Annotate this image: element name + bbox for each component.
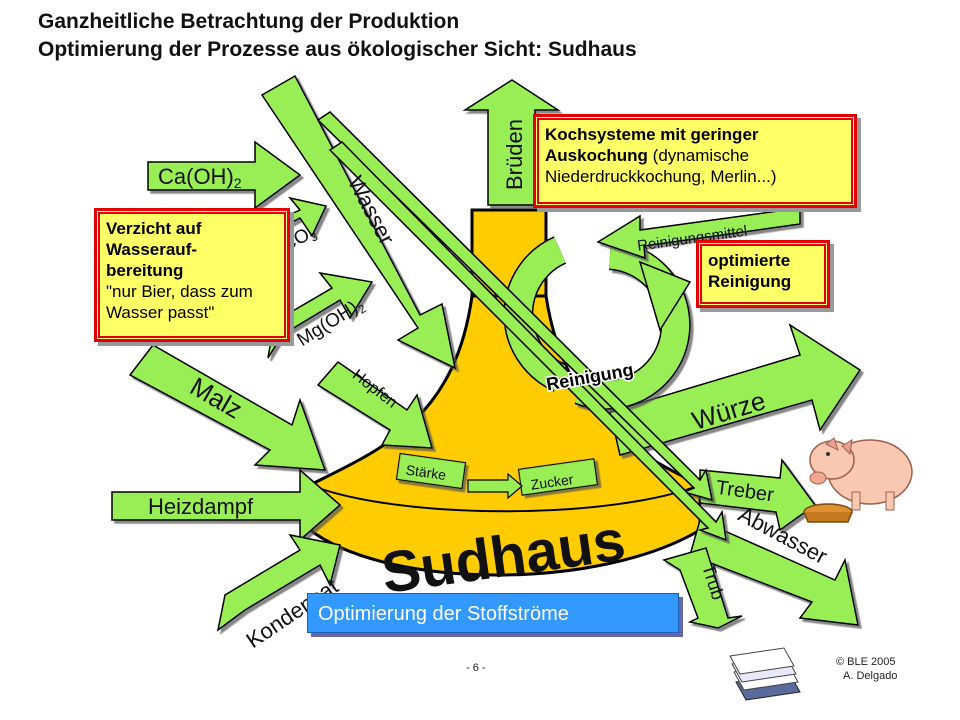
- verzicht-line-4: "nur Bier, dass zum: [106, 282, 253, 301]
- stoffstrome-box: Optimierung der Stoffströme: [307, 593, 679, 633]
- page-number: - 6 -: [466, 662, 486, 674]
- page-title-line2: Optimierung der Prozesse aus ökologische…: [38, 38, 637, 61]
- trub-arrow: [662, 547, 743, 629]
- starke-label: Stärke: [405, 462, 448, 484]
- verzicht-box: Verzicht auf Wasserauf- bereitung "nur B…: [94, 208, 290, 342]
- kochsysteme-box: Kochsysteme mit geringer Auskochung (dyn…: [533, 114, 857, 208]
- pig-icon: [809, 437, 913, 511]
- copyright: © BLE 2005: [836, 656, 896, 668]
- wasser-thin-arrow-1: [316, 111, 713, 502]
- heizdampf-arrow: [111, 468, 342, 542]
- document-stack-icon: [729, 647, 801, 701]
- page-title-line1: Ganzheitliche Betrachtung der Produktion: [38, 10, 460, 33]
- malz-arrow: [128, 344, 327, 471]
- reinigungsmittel-arrow: [596, 207, 801, 260]
- zucker-label: Zucker: [530, 471, 575, 493]
- hopfen-arrow: [316, 360, 434, 449]
- koch-line-1: Kochsysteme mit geringer: [545, 125, 759, 144]
- verzicht-line-5: Wasser passt": [106, 303, 215, 322]
- verzicht-line-1: Verzicht auf: [106, 219, 202, 238]
- starke-zucker-group: [395, 452, 599, 500]
- caoh2-arrow: [147, 140, 302, 210]
- verzicht-line-3: bereitung: [106, 261, 184, 280]
- feeding-bowl-icon: [803, 503, 853, 523]
- opt-line-2: Reinigung: [708, 272, 792, 291]
- verzicht-line-2: Wasserauf-: [106, 240, 198, 259]
- treber-arrow: [699, 458, 817, 532]
- bruden-label: Brüden: [502, 119, 527, 190]
- kondensat-arrow: [216, 533, 341, 632]
- wasser-arrow: [260, 74, 457, 370]
- caoh2-label: Ca(OH)2: [158, 164, 242, 191]
- wasser-thin-arrow-2: [328, 141, 727, 542]
- optimierte-reinigung-box: optimierte Reinigung: [696, 240, 830, 308]
- author: A. Delgado: [843, 670, 898, 682]
- opt-line-1: optimierte: [708, 251, 791, 270]
- koch-line-2: Auskochung (dynamische: [545, 146, 750, 165]
- heizdampf-label: Heizdampf: [148, 494, 254, 519]
- mgoh2-arrow: [267, 271, 374, 359]
- koch-line-3: Niederdruckkochung, Merlin...): [545, 167, 777, 186]
